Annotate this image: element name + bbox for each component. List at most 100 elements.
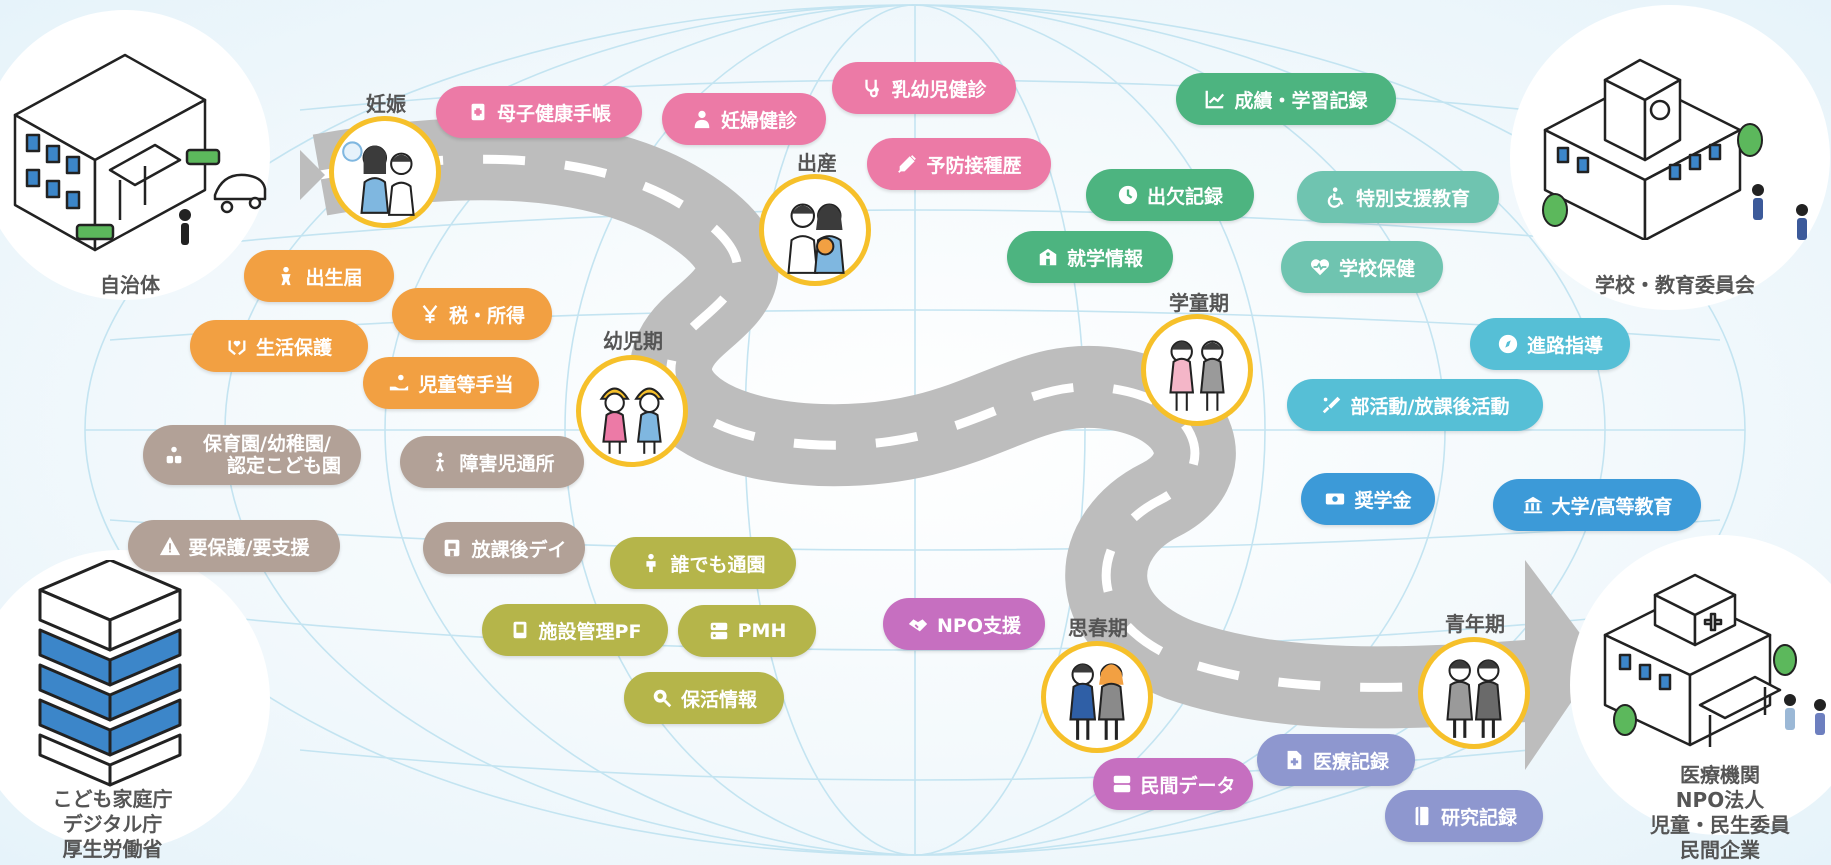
money-icon: [1324, 488, 1346, 510]
city-hall-icon: [13, 53, 267, 252]
org-label-gov-line2: デジタル庁: [62, 812, 163, 836]
server-icon: [708, 620, 730, 642]
medical-doc-icon: [1283, 749, 1305, 771]
young-adults-icon: [1446, 659, 1502, 738]
pill-tokubetsu: 特別支援教育: [1297, 171, 1499, 223]
school-building-icon: [1037, 246, 1059, 268]
kindergarten-kids-icon: [599, 387, 665, 454]
pill-label: 乳幼児健診: [891, 78, 987, 101]
yen-icon: [419, 303, 441, 325]
pill-label: 施設管理PF: [538, 620, 642, 643]
pill-label: 部活動/放課後活動: [1350, 395, 1510, 418]
pill-label: 妊婦健診: [720, 109, 797, 132]
pill-label: 放課後デイ: [471, 538, 567, 561]
pill-label-line1: 保育園/幼稚園/: [203, 433, 331, 455]
parents-baby-icon: [787, 203, 845, 274]
warning-icon: [159, 535, 181, 557]
pill-npo-shien: NPO支援: [883, 598, 1045, 650]
stage-label-seinen: 青年期: [1445, 612, 1505, 636]
org-label-medical-line4: 民間企業: [1680, 838, 1760, 862]
doctor-icon: [691, 108, 713, 130]
org-label-medical: 医療機関 NPO法人 児童・民生委員 民間企業: [1625, 763, 1815, 863]
pill-label: 民間データ: [1140, 774, 1236, 797]
pill-label-line2: 認定こども園: [226, 455, 341, 477]
pill-yobou-sesshu: 予防接種歴: [867, 138, 1051, 190]
org-label-jichitai: 自治体: [100, 273, 160, 297]
org-label-medical-line2: NPO法人: [1675, 788, 1765, 812]
pill-label: 特別支援教育: [1355, 187, 1470, 210]
org-label-gov-line3: 厚生労働省: [62, 837, 163, 861]
pill-gakkou-hoken: 学校保健: [1281, 241, 1443, 293]
pill-label: 出欠記録: [1146, 185, 1223, 208]
clock-icon: [1117, 184, 1139, 206]
compass-icon: [1497, 333, 1519, 355]
baby-icon: [275, 265, 297, 287]
stage-char-ninshin: [329, 116, 441, 228]
pill-label: 研究記録: [1440, 806, 1517, 829]
pill-shougaiji-tsuusho: 障害児通所: [400, 436, 584, 488]
pill-seikatsu-hogo: 生活保護: [190, 320, 368, 372]
pill-label-group: 保育園/幼稚園/ 認定こども園: [193, 433, 341, 477]
pill-jidou-teate: 児童等手当: [363, 357, 539, 409]
pregnant-couple-icon: [342, 141, 415, 216]
pill-daredemo-tsuuen: 誰でも通園: [610, 537, 796, 589]
pill-label: 生活保護: [255, 336, 332, 359]
syringe-icon: [896, 153, 918, 175]
pill-boshi-techo: 母子健康手帳: [436, 86, 642, 138]
stage-label-gakudou: 学童期: [1169, 291, 1229, 315]
pill-houkago-day: 放課後デイ: [423, 522, 585, 574]
child-icon: [640, 552, 662, 574]
pill-label: 大学/高等教育: [1551, 495, 1673, 518]
pill-label: 保活情報: [680, 688, 757, 711]
pill-shusshou: 出生届: [244, 250, 394, 302]
pill-daigaku: 大学/高等教育: [1493, 479, 1701, 531]
school-icon: [1542, 58, 1808, 240]
pill-kenkyu-kiroku: 研究記録: [1385, 790, 1543, 842]
pill-label: 要保護/要支援: [188, 536, 310, 559]
blocks-icon: [163, 444, 185, 466]
pill-label: NPO支援: [937, 614, 1021, 637]
magnifier-icon: [651, 687, 673, 709]
pill-hoikuen: 保育園/幼稚園/ 認定こども園: [143, 425, 361, 485]
pill-shisetsu-kanri: 施設管理PF: [482, 604, 668, 656]
pill-zei-shotoku: 税・所得: [392, 288, 552, 340]
pill-shougakukin: 奨学金: [1301, 473, 1435, 525]
pill-nyuyouji-kenshin: 乳幼児健診: [832, 62, 1016, 114]
database-icon: [1111, 773, 1133, 795]
hands-care-icon: [226, 335, 248, 357]
pill-label: 出生届: [305, 266, 363, 289]
stage-char-youji: [576, 355, 688, 467]
server-stack-icon: [38, 560, 182, 787]
pill-minkan-data: 民間データ: [1093, 758, 1253, 810]
pill-label: 就学情報: [1066, 247, 1143, 270]
stage-label-youji: 幼児期: [603, 329, 663, 353]
pill-label: 児童等手当: [418, 373, 514, 396]
pill-shukketsu: 出欠記録: [1086, 169, 1254, 221]
notebook-icon: [1411, 805, 1433, 827]
org-label-medical-line3: 児童・民生委員: [1650, 813, 1790, 837]
building-small-icon: [441, 537, 463, 559]
pill-youhogo: 要保護/要支援: [128, 520, 340, 572]
stage-char-shussan: [759, 174, 871, 286]
org-label-school: 学校・教育委員会: [1595, 273, 1755, 297]
org-label-gov-line1: こども家庭庁: [52, 787, 173, 811]
pill-label: 奨学金: [1354, 489, 1412, 512]
stage-char-shishun: [1041, 641, 1153, 753]
org-label-medical-line1: 医療機関: [1680, 763, 1760, 787]
pill-label: 母子健康手帳: [496, 102, 611, 125]
pill-shinro: 進路指導: [1470, 318, 1630, 370]
handshake-icon: [907, 613, 929, 635]
pill-iryou-kiroku: 医療記録: [1257, 734, 1415, 786]
pill-ninpu-kenshin: 妊婦健診: [662, 93, 826, 145]
racket-icon: [1321, 394, 1343, 416]
pill-label: 予防接種歴: [926, 154, 1022, 177]
pill-bukatsu: 部活動/放課後活動: [1287, 379, 1543, 431]
pill-hokatsu: 保活情報: [624, 672, 784, 724]
pill-label: 障害児通所: [459, 452, 555, 475]
stage-label-shishun: 思春期: [1068, 616, 1128, 640]
stage-char-gakudou: [1141, 314, 1253, 426]
pill-label: PMH: [737, 620, 787, 642]
chart-line-icon: [1204, 88, 1226, 110]
stage-label-shussan: 出産: [797, 151, 837, 175]
